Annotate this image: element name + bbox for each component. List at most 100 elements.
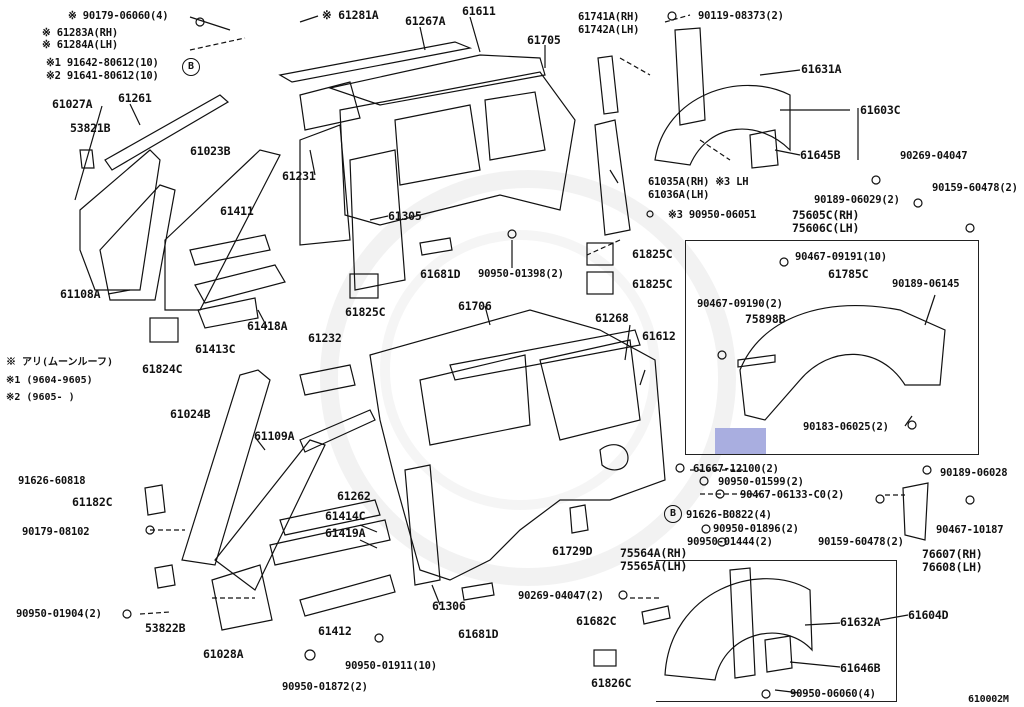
- label-61306[interactable]: 61306: [432, 599, 466, 613]
- label-90119-08373[interactable]: 90119-08373(2): [698, 10, 784, 22]
- label-90950-01911[interactable]: 90950-01911(10): [345, 660, 437, 672]
- bracket-61729d: [569, 504, 589, 534]
- label-61706[interactable]: 61706: [458, 299, 492, 313]
- label-61603c[interactable]: 61603C: [860, 103, 901, 117]
- label-90467-09191[interactable]: 90467-09191(10): [795, 251, 887, 263]
- label-53822b[interactable]: 53822B: [145, 621, 186, 635]
- label-61645b[interactable]: 61645B: [800, 148, 841, 162]
- label-61023b[interactable]: 61023B: [190, 144, 231, 158]
- label-61267a[interactable]: 61267A: [405, 14, 446, 28]
- label-91626-b0822[interactable]: 91626-B0822(4): [686, 509, 772, 521]
- sill-rail-61268: [449, 329, 641, 381]
- label-90189-06028[interactable]: 90189-06028: [940, 467, 1008, 479]
- wheelhouse-61604d: [664, 578, 813, 681]
- label-61681d-a[interactable]: 61681D: [420, 267, 461, 281]
- label-90467-06133[interactable]: 90467-06133-C0(2): [740, 489, 845, 501]
- label-90950-01872[interactable]: 90950-01872(2): [282, 681, 368, 693]
- label-91626-60818[interactable]: 91626-60818: [18, 475, 86, 487]
- label-61413c[interactable]: 61413C: [195, 342, 236, 356]
- label-90189-06145[interactable]: 90189-06145: [892, 278, 960, 290]
- label-61232[interactable]: 61232: [308, 331, 342, 345]
- label-61705[interactable]: 61705: [527, 33, 561, 47]
- label-61612[interactable]: 61612: [642, 329, 676, 343]
- label-61027a[interactable]: 61027A: [52, 97, 93, 111]
- label-61611[interactable]: 61611: [462, 4, 496, 18]
- label-61667-12100[interactable]: 61667-12100(2): [693, 463, 779, 475]
- label-61682c[interactable]: 61682C: [576, 614, 617, 628]
- quarter-61024b: [181, 369, 271, 566]
- label-61412[interactable]: 61412: [318, 624, 352, 638]
- label-61305[interactable]: 61305: [388, 209, 422, 223]
- label-90269-04047-b[interactable]: 90269-04047(2): [518, 590, 604, 602]
- label-61646b[interactable]: 61646B: [840, 661, 881, 675]
- label-61826c[interactable]: 61826C: [591, 676, 632, 690]
- upper-body-side-61705: [339, 71, 576, 226]
- label-90189-06029[interactable]: 90189-06029(2): [814, 194, 900, 206]
- label-75606c[interactable]: 75606C(LH): [792, 221, 860, 235]
- label-90467-10187[interactable]: 90467-10187: [936, 524, 1004, 536]
- body-side-61706: [369, 309, 666, 581]
- label-91642-80612[interactable]: ※1 91642-80612(10): [46, 57, 159, 69]
- label-53821b[interactable]: 53821B: [70, 121, 111, 135]
- label-61681d-b[interactable]: 61681D: [458, 627, 499, 641]
- label-61825c-c[interactable]: 61825C: [345, 305, 386, 319]
- highlighted-part-75898b[interactable]: [715, 428, 766, 454]
- label-61035a[interactable]: 61035A(RH) ※3 LH: [648, 176, 749, 188]
- label-61742a[interactable]: 61742A(LH): [578, 24, 640, 36]
- label-61262[interactable]: 61262: [337, 489, 371, 503]
- block-61825c-b: [586, 242, 614, 266]
- label-90950-06051[interactable]: ※3 90950-06051: [668, 209, 757, 221]
- label-90183-06025[interactable]: 90183-06025(2): [803, 421, 889, 433]
- label-61825c-b[interactable]: 61825C: [632, 277, 673, 291]
- label-61414c[interactable]: 61414C: [325, 509, 366, 523]
- label-61284a[interactable]: ※ 61284A(LH): [42, 39, 118, 51]
- label-91641-80612[interactable]: ※2 91641-80612(10): [46, 70, 159, 82]
- label-90950-01444[interactable]: 90950-01444(2): [687, 536, 773, 548]
- label-90159-60478-b[interactable]: 90159-60478(2): [818, 536, 904, 548]
- label-61631a[interactable]: 61631A: [801, 62, 842, 76]
- label-61824c[interactable]: 61824C: [142, 362, 183, 376]
- label-61825c-a[interactable]: 61825C: [632, 247, 673, 261]
- label-90950-01904[interactable]: 90950-01904(2): [16, 608, 102, 620]
- label-90950-01896[interactable]: 90950-01896(2): [713, 523, 799, 535]
- label-61024b[interactable]: 61024B: [170, 407, 211, 421]
- label-61418a[interactable]: 61418A: [247, 319, 288, 333]
- label-61785c[interactable]: 61785C: [828, 267, 869, 281]
- label-76607[interactable]: 76607(RH): [922, 547, 983, 561]
- label-76608[interactable]: 76608(LH): [922, 560, 983, 574]
- label-61028a[interactable]: 61028A: [203, 647, 244, 661]
- rail-61262: [299, 409, 376, 453]
- label-75564a[interactable]: 75564A(RH): [620, 546, 688, 560]
- molding-75898b: [737, 354, 776, 368]
- label-61231[interactable]: 61231: [282, 169, 316, 183]
- label-61632a[interactable]: 61632A: [840, 615, 881, 629]
- label-90269-04047-a[interactable]: 90269-04047: [900, 150, 968, 162]
- label-61036a[interactable]: 61036A(LH): [648, 189, 710, 201]
- label-61411[interactable]: 61411: [220, 204, 254, 218]
- label-61109a[interactable]: 61109A: [254, 429, 295, 443]
- label-90179-06060[interactable]: ※ 90179-06060(4): [68, 10, 169, 22]
- label-61108a[interactable]: 61108A: [60, 287, 101, 301]
- label-90950-01599[interactable]: 90950-01599(2): [718, 476, 804, 488]
- label-90179-08102[interactable]: 90179-08102: [22, 526, 90, 538]
- label-61729d[interactable]: 61729D: [552, 544, 593, 558]
- label-75898b[interactable]: 75898B: [745, 312, 786, 326]
- label-61741a[interactable]: 61741A(RH): [578, 11, 640, 23]
- label-61604d[interactable]: 61604D: [908, 608, 949, 622]
- label-61419a[interactable]: 61419A: [325, 526, 366, 540]
- block-61826c: [593, 649, 617, 667]
- group-frame-wheelhouse: [656, 560, 897, 702]
- label-61261[interactable]: 61261: [118, 91, 152, 105]
- label-61182c[interactable]: 61182C: [72, 495, 113, 509]
- label-75565a[interactable]: 75565A(LH): [620, 559, 688, 573]
- label-90467-09190[interactable]: 90467-09190(2): [697, 298, 783, 310]
- label-90950-01398[interactable]: 90950-01398(2): [478, 268, 564, 280]
- label-75605c[interactable]: 75605C(RH): [792, 208, 860, 222]
- label-90950-06060[interactable]: 90950-06060(4): [790, 688, 876, 700]
- pillar-61035a: [594, 119, 631, 236]
- label-61281a[interactable]: ※ 61281A: [322, 8, 379, 22]
- label-61283a[interactable]: ※ 61283A(RH): [42, 27, 118, 39]
- label-61268[interactable]: 61268: [595, 311, 629, 325]
- label-90159-60478-a[interactable]: 90159-60478(2): [932, 182, 1018, 194]
